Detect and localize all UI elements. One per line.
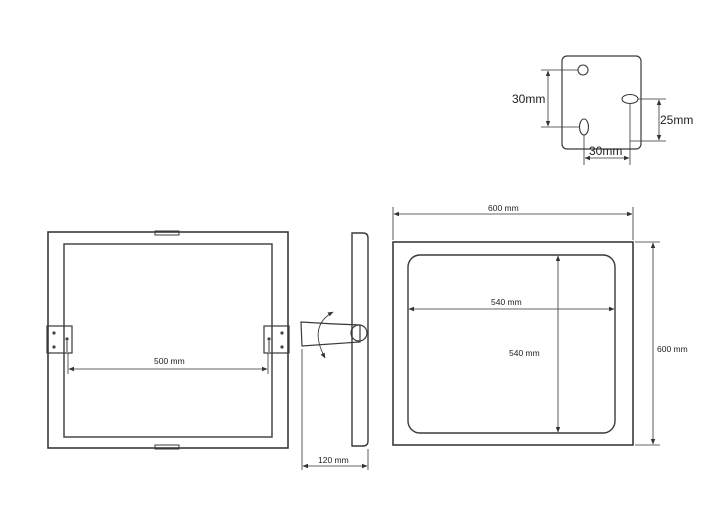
frame-outer [47,231,289,449]
right-bracket-plate [263,325,290,354]
dimension-label-540mm-height: 540 mm [509,348,540,358]
bottom-clip [154,444,180,450]
plate-right-slot [621,93,639,105]
top-clip [154,230,180,236]
bracket-hole [280,345,284,349]
left-bracket-plate [46,325,73,354]
detail-mounting-plate: 30mm 25mm 30mm [512,55,693,165]
bracket-hole [52,331,56,335]
bracket-hole [280,331,284,335]
dimension-label-600mm-height: 600 mm [657,344,688,354]
dimension-label-25mm: 25mm [660,113,693,127]
plate-top-hole [577,64,589,76]
dimension-label-500mm: 500 mm [154,356,185,366]
side-view: 120 mm [300,232,369,470]
bracket-hole [52,345,56,349]
side-pivot [350,324,368,342]
dimension-label-30mm-vertical: 30mm [512,92,545,106]
dimension-label-30mm-horizontal: 30mm [589,144,622,158]
bracket-hole [267,337,271,341]
mirror-front-view: 600 mm 600 mm 540 mm 540 mm [392,203,688,446]
side-mirror-profile [351,232,369,447]
plate-outline [561,55,642,150]
left-bracket [46,325,73,354]
rotation-arrow [317,311,334,359]
side-arm [300,321,361,347]
plate-bottom-slot [578,118,590,136]
mirror-glass [407,254,616,434]
dimension-label-120mm: 120 mm [318,455,349,465]
frame-inner [63,243,273,438]
right-bracket [263,325,290,354]
mirror-outer [392,241,634,446]
dimension-label-600mm-width: 600 mm [488,203,519,213]
dimension-label-540mm-width: 540 mm [491,297,522,307]
front-view-frame: 500 mm [46,230,290,450]
bracket-hole [65,337,69,341]
